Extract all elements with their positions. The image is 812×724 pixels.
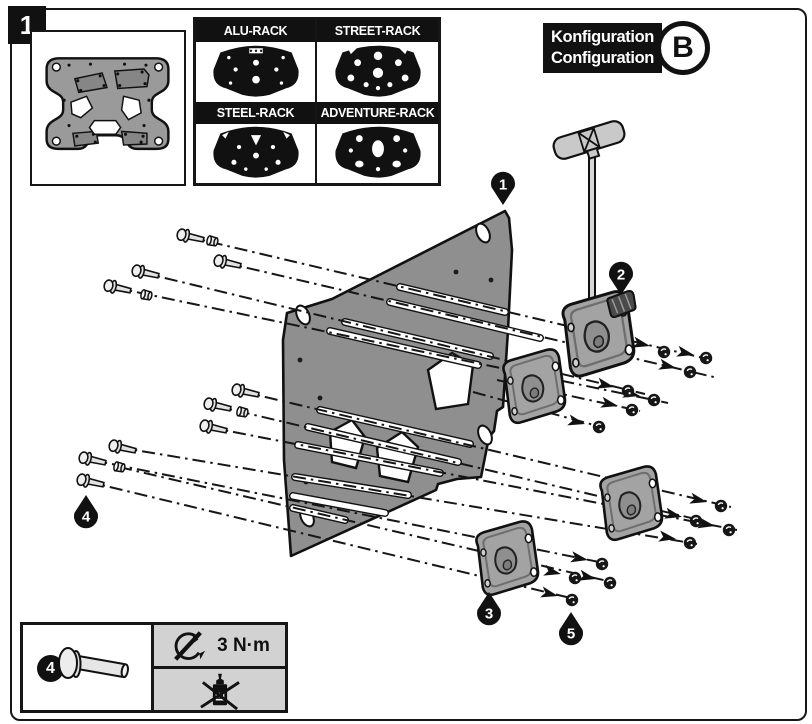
quick-lock-rod — [552, 120, 626, 323]
screw-icon — [130, 262, 161, 283]
screw-icon — [77, 449, 108, 470]
rack-cell-street: STREET-RACK — [317, 20, 438, 102]
adventure-rack-icon — [334, 126, 421, 178]
svg-text:1: 1 — [499, 177, 507, 194]
nut-icon — [595, 557, 609, 571]
legend-item-number: 4 — [46, 659, 55, 677]
screw-icon — [230, 381, 261, 402]
t-handle-icon — [552, 120, 626, 160]
callout-4: 4 — [74, 495, 98, 529]
svg-text:3: 3 — [485, 606, 493, 623]
rack-cell-alu: ALU-RACK — [196, 20, 317, 102]
steel-rack-icon — [212, 126, 299, 178]
screw-icon — [202, 395, 233, 416]
torque-value: 3 N·m — [217, 634, 270, 656]
spacer-icon — [235, 405, 250, 419]
rack-label-steel: STEEL-RACK — [196, 101, 315, 124]
rack-compatibility-table: ALU-RACK STREET-RACK — [193, 17, 441, 186]
nut-icon — [683, 365, 697, 379]
collar-screw-icon — [58, 647, 129, 679]
spacer-icon — [139, 288, 154, 302]
svg-text:2: 2 — [617, 267, 625, 284]
clamp-block-icon — [501, 347, 568, 425]
nut-icon — [565, 593, 579, 607]
street-rack-icon — [334, 45, 421, 97]
legend-box: 4 3 N·m — [20, 622, 288, 713]
assembly-axis-lines — [84, 235, 738, 601]
rack-cell-steel: STEEL-RACK — [196, 101, 317, 183]
latch-lever-icon — [606, 289, 637, 319]
crossed-threadlocker-bottle-icon — [199, 673, 240, 710]
page-frame — [10, 8, 807, 721]
nut-icon — [625, 403, 639, 417]
alu-rack-icon — [212, 45, 299, 97]
rack-cell-adventure: ADVENTURE-RACK — [317, 101, 438, 184]
nut-icon — [722, 523, 736, 537]
adapter-plate-top-view-icon — [45, 57, 170, 151]
configuration-line1: Konfiguration — [551, 28, 654, 46]
screw-icon — [102, 277, 133, 298]
configuration-letter-badge: B — [656, 21, 710, 75]
nut-icon — [699, 351, 713, 365]
nut-icon — [568, 571, 582, 585]
adapter-plate-box — [30, 30, 186, 186]
configuration-label: Konfiguration Configuration — [543, 23, 662, 73]
nut-icon — [683, 536, 697, 550]
rack-label-street: STREET-RACK — [317, 20, 438, 42]
callout-2: 2 — [609, 261, 633, 295]
clamps-group — [474, 289, 665, 597]
svg-text:5: 5 — [567, 626, 575, 643]
crossed-power-tool-icon — [174, 630, 206, 661]
legend-instructions-cell: 3 N·m — [154, 625, 285, 710]
spacer-icon — [112, 460, 127, 474]
nut-icon — [689, 514, 703, 528]
configuration-letter: B — [672, 31, 694, 64]
callout-5: 5 — [559, 612, 583, 646]
screw-icon — [198, 417, 229, 438]
nut-icon — [647, 393, 661, 407]
nut-icon — [657, 345, 671, 359]
legend-no-threadlocker-row — [154, 669, 285, 710]
screw-icon — [175, 226, 206, 247]
rack-label-alu: ALU-RACK — [196, 20, 315, 42]
configuration-line2: Configuration — [551, 49, 654, 67]
screws-group — [75, 226, 261, 492]
nut-icon — [592, 420, 606, 434]
callout-3: 3 — [477, 592, 501, 626]
clamp-block-icon — [598, 464, 665, 542]
svg-text:4: 4 — [82, 509, 91, 526]
screw-icon — [107, 437, 138, 458]
nut-icon — [621, 384, 635, 398]
nut-icon — [603, 576, 617, 590]
legend-item-cell: 4 — [23, 625, 154, 710]
clamp-block-icon — [474, 519, 541, 597]
callout-1: 1 — [491, 171, 515, 205]
legend-torque-row: 3 N·m — [154, 625, 285, 669]
nut-icon — [714, 499, 728, 513]
screw-icon — [75, 471, 106, 492]
screw-icon — [212, 252, 243, 273]
spacer-icon — [205, 234, 220, 248]
rack-label-adventure: ADVENTURE-RACK — [317, 101, 438, 124]
